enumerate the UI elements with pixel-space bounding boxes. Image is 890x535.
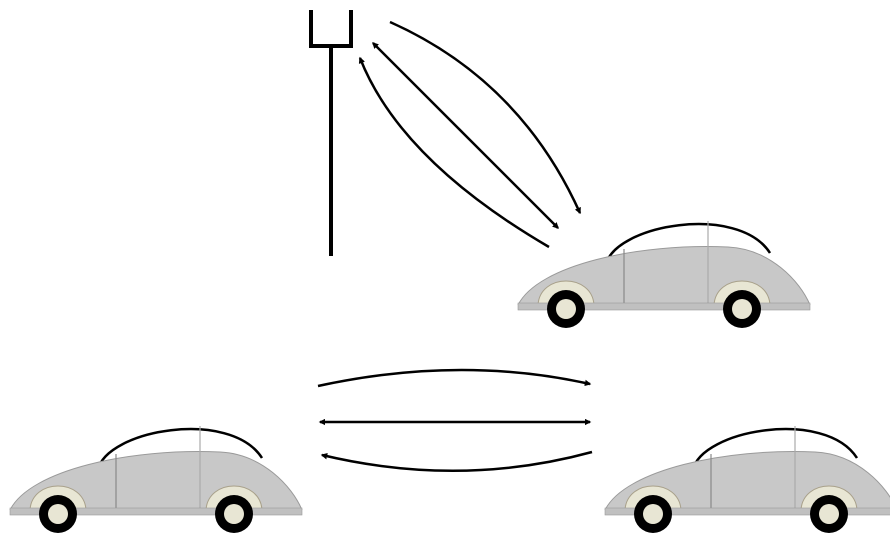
- v2v-links: [317, 368, 593, 473]
- arrow-antenna-car-bidirectional: [372, 42, 559, 229]
- arrow-car-to-antenna: [358, 56, 550, 249]
- arrow-car-right-to-left: [320, 450, 593, 473]
- arrow-car-left-to-right: [317, 368, 592, 388]
- antenna-icon: [309, 10, 353, 256]
- car-icon-bottom-left: [8, 424, 304, 535]
- car-icon-bottom-right: [603, 424, 890, 535]
- car-icon-top-right: [516, 219, 812, 330]
- arrow-antenna-to-car: [389, 20, 582, 215]
- v2i-links: [358, 20, 582, 249]
